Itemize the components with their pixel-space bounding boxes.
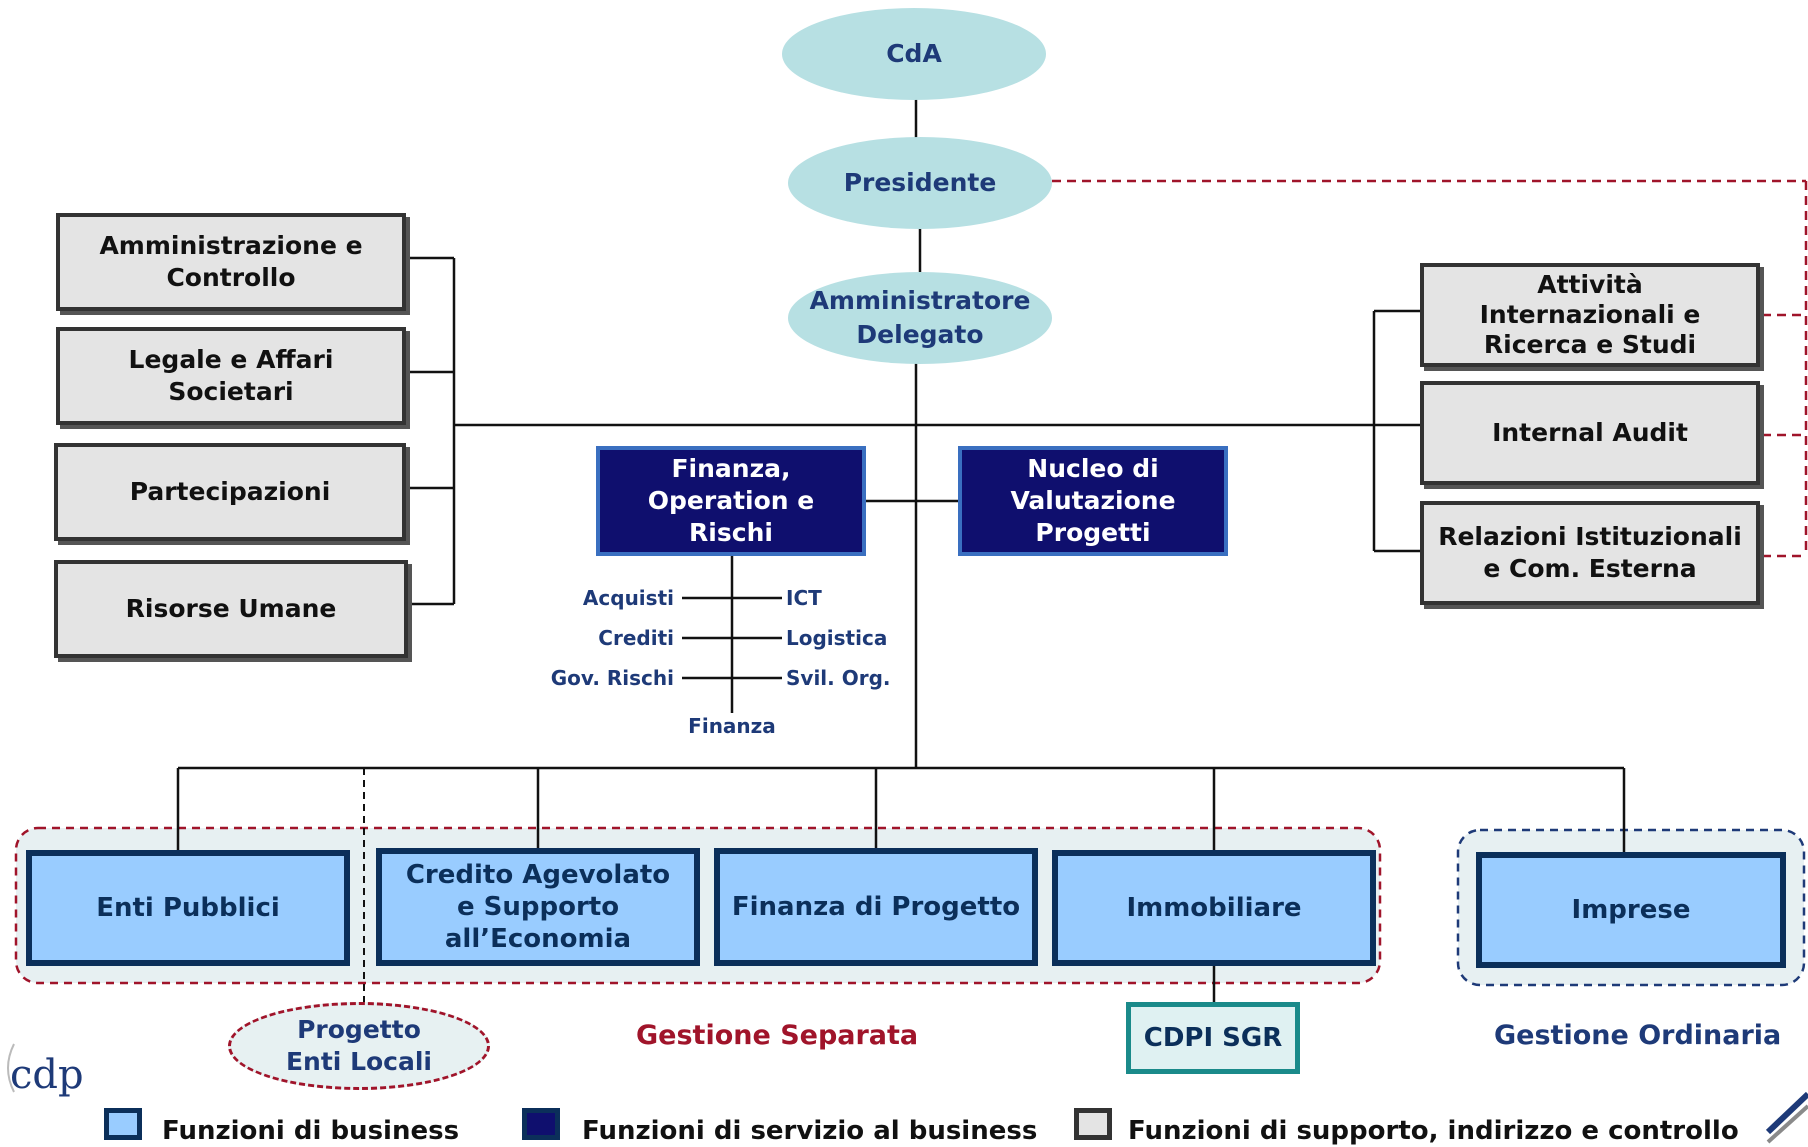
sub-unit-acquisti[interactable]: Acquisti bbox=[582, 586, 674, 610]
box-enti-pubblici[interactable]: Enti Pubblici bbox=[26, 850, 350, 966]
sub-unit-svil-org[interactable]: Svil. Org. bbox=[786, 666, 891, 690]
box-immobiliare[interactable]: Immobiliare bbox=[1052, 850, 1376, 966]
legend-label-servizio: Funzioni di servizio al business bbox=[582, 1116, 1038, 1146]
legend-swatch-business bbox=[104, 1108, 142, 1140]
sub-unit-finanza[interactable]: Finanza bbox=[688, 714, 776, 738]
box-finanza-operation-rischi[interactable]: Finanza, Operation e Rischi bbox=[596, 446, 866, 556]
legend-swatch-supporto bbox=[1074, 1108, 1112, 1140]
box-nucleo-valutazione-progetti[interactable]: Nucleo di Valutazione Progetti bbox=[958, 446, 1228, 556]
box-finanza-di-progetto[interactable]: Finanza di Progetto bbox=[714, 848, 1038, 966]
presidente-node[interactable]: Presidente bbox=[788, 137, 1052, 229]
box-risorse-umane[interactable]: Risorse Umane bbox=[54, 560, 408, 658]
gestione-ordinaria-label: Gestione Ordinaria bbox=[1494, 1020, 1782, 1051]
box-internal-audit[interactable]: Internal Audit bbox=[1420, 381, 1760, 485]
cdp-logo: cdp bbox=[0, 1028, 84, 1112]
sub-unit-gov-rischi[interactable]: Gov. Rischi bbox=[550, 666, 674, 690]
gestione-separata-label: Gestione Separata bbox=[636, 1020, 919, 1051]
legend-label-supporto: Funzioni di supporto, indirizzo e contro… bbox=[1128, 1116, 1739, 1146]
sub-unit-ict[interactable]: ICT bbox=[786, 586, 822, 610]
sub-unit-logistica[interactable]: Logistica bbox=[786, 626, 888, 650]
legend-label-business: Funzioni di business bbox=[162, 1116, 460, 1146]
box-partecipazioni[interactable]: Partecipazioni bbox=[54, 443, 406, 541]
sub-unit-crediti[interactable]: Crediti bbox=[598, 626, 674, 650]
svg-text:cdp: cdp bbox=[10, 1052, 84, 1098]
legend-swatch-servizio bbox=[522, 1108, 560, 1140]
box-amministrazione-controllo[interactable]: Amministrazione e Controllo bbox=[56, 213, 406, 311]
box-attivita-internazionali[interactable]: Attività Internazionali e Ricerca e Stud… bbox=[1420, 263, 1760, 367]
corner-stripes-icon bbox=[1765, 1091, 1808, 1135]
progetto-enti-locali-node[interactable]: Progetto Enti Locali bbox=[228, 1002, 490, 1090]
box-relazioni-istituzionali[interactable]: Relazioni Istituzionali e Com. Esterna bbox=[1420, 501, 1760, 605]
amministratore-delegato-node[interactable]: Amministratore Delegato bbox=[788, 272, 1052, 364]
box-credito-agevolato[interactable]: Credito Agevolato e Supporto all’Economi… bbox=[376, 848, 700, 966]
box-imprese[interactable]: Imprese bbox=[1476, 852, 1786, 968]
cda-node[interactable]: CdA bbox=[782, 8, 1046, 100]
box-cdpi-sgr[interactable]: CDPI SGR bbox=[1126, 1002, 1300, 1074]
box-legale-affari-societari[interactable]: Legale e Affari Societari bbox=[56, 327, 406, 425]
